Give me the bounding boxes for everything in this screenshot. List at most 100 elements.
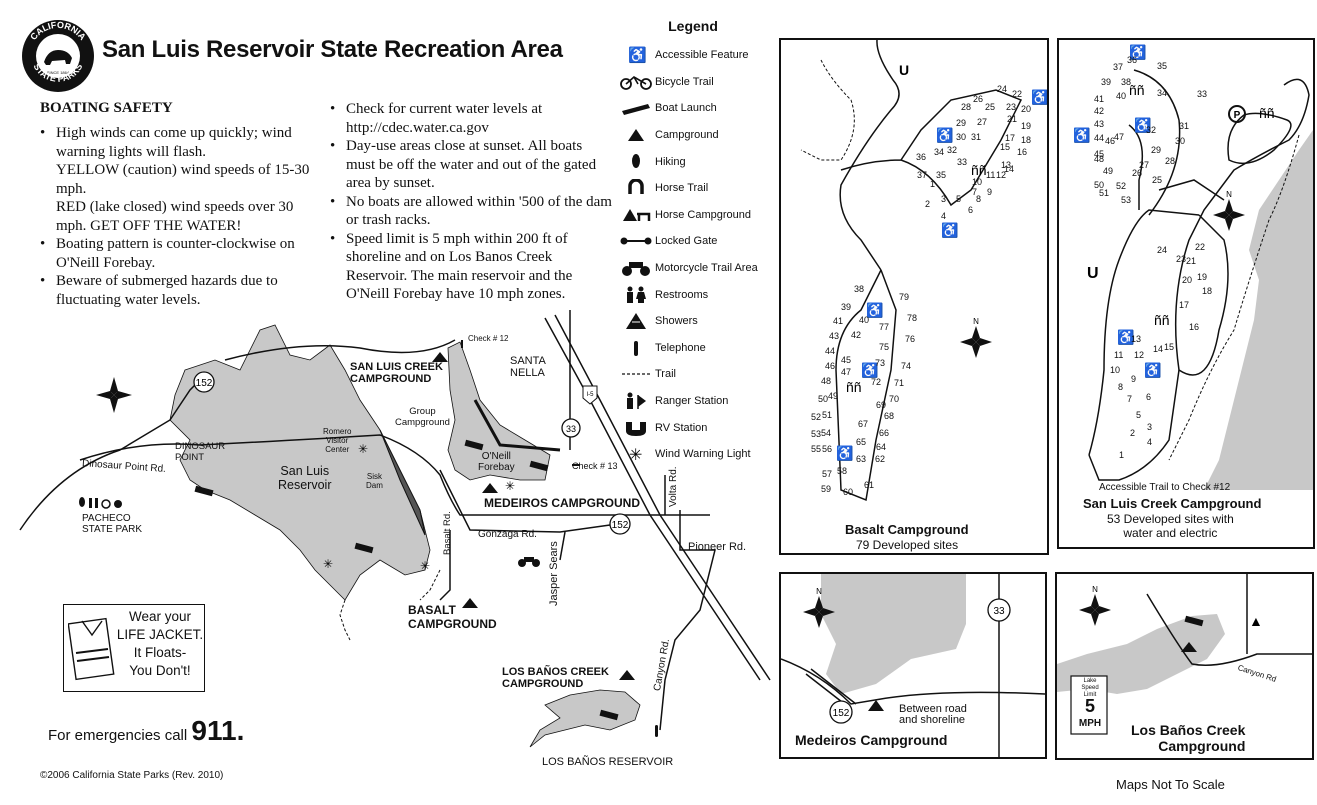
legend-item: ✳Wind Warning Light — [617, 441, 777, 468]
bicycle-icon — [617, 73, 655, 91]
campsite-number: 23 — [1006, 102, 1017, 112]
oneill-forebay-label: O'Neill Forebay — [478, 451, 515, 473]
telephone-icon — [617, 339, 655, 357]
north-arrow-icon: N — [803, 587, 835, 628]
campsite-number: 13 — [1131, 334, 1142, 344]
accessible-icon: ♿ — [836, 445, 853, 462]
los-banos-panel-title: Los Baños Creek Campground — [1131, 722, 1246, 754]
basalt-panel-subtitle: 79 Developed sites — [856, 538, 959, 552]
map-text: 33 — [566, 424, 576, 434]
scale-note: Maps Not To Scale — [1116, 777, 1225, 792]
campsite-number: 20 — [1182, 275, 1193, 285]
legend-item: Horse Trail — [617, 175, 777, 202]
campsite-number: 7 — [1127, 394, 1133, 404]
basalt-campground-label: BASALT CAMPGROUND — [408, 603, 497, 631]
legend-item-label: Accessible Feature — [655, 49, 749, 62]
campsite-number: 14 — [1004, 164, 1015, 174]
campsite-number: 42 — [851, 330, 862, 340]
campsite-number: 33 — [957, 157, 968, 167]
campsite-number: 13 — [1001, 160, 1012, 170]
hwy-152-shield: 152 — [609, 513, 631, 535]
map-text: 152 — [196, 378, 213, 389]
group-campground-label: Group Campground — [395, 406, 450, 428]
campground-icon — [482, 483, 498, 493]
campground-icon — [617, 126, 655, 144]
campsite-number: 17 — [1179, 300, 1190, 310]
campsite-number: 77 — [879, 322, 890, 332]
campsite-number: 32 — [1146, 125, 1157, 135]
campsite-number: 51 — [1099, 188, 1110, 198]
campsite-number: 24 — [997, 84, 1008, 94]
campsite-number: 5 — [956, 194, 962, 204]
campsite-number: 42 — [1094, 106, 1105, 116]
campsite-number: 10 — [972, 177, 983, 187]
accessible-icon: ♿ — [1129, 44, 1146, 61]
campsite-number: 79 — [899, 292, 910, 302]
basalt-rd-label: Basalt Rd. — [442, 511, 453, 555]
campsite-number: 72 — [871, 377, 882, 387]
legend-item-label: Bicycle Trail — [655, 75, 714, 88]
campsite-number: 8 — [976, 194, 982, 204]
campsite-number: 47 — [841, 367, 852, 377]
campground-icon — [432, 352, 448, 362]
legend-item-label: Showers — [655, 315, 698, 328]
rv-station-icon — [617, 419, 655, 437]
north-arrow-icon — [96, 377, 132, 413]
basalt-panel-title: Basalt Campground — [845, 522, 969, 537]
speed-sign-text: Lake Speed Limit — [1081, 678, 1099, 698]
restrooms-icon: ññ — [846, 379, 862, 395]
legend-item-label: Horse Trail — [655, 182, 709, 195]
campsite-number: 29 — [1151, 145, 1162, 155]
map-text: 152 — [612, 520, 629, 531]
campsite-number: 11 — [1114, 350, 1124, 360]
campsite-number: 39 — [841, 302, 852, 312]
campsite-number: 37 — [917, 170, 928, 180]
campsite-number: 25 — [985, 102, 996, 112]
legend-item: Ranger Station — [617, 388, 777, 415]
legend-item: Trail — [617, 361, 777, 388]
campsite-number: 67 — [858, 419, 869, 429]
hwy-152-shield: 152 — [193, 371, 215, 393]
map-text: N — [973, 317, 979, 326]
i5-shield: I-5 — [582, 385, 598, 405]
legend-item-label: Restrooms — [655, 288, 709, 301]
boat-launch-icon — [1184, 615, 1204, 627]
accessible-icon: ♿ — [1144, 362, 1161, 379]
legend-item: ♿Accessible Feature — [617, 42, 777, 69]
campsite-number: 18 — [1202, 286, 1213, 296]
accessible-icon: ♿ — [941, 222, 958, 239]
campsite-number: 4 — [1147, 437, 1153, 447]
legend-item: RV Station — [617, 414, 777, 441]
campsite-number: 57 — [822, 469, 833, 479]
campsite-number: 36 — [1127, 55, 1138, 65]
campsite-number: 31 — [971, 132, 982, 142]
campsite-number: 54 — [821, 428, 832, 438]
legend-item: Locked Gate — [617, 228, 777, 255]
campsite-number: 50 — [818, 394, 829, 404]
sisk-dam-label: Sisk Dam — [366, 472, 383, 490]
campsite-number: 30 — [1175, 136, 1186, 146]
check-12-label: Check # 12 — [468, 334, 509, 343]
campsite-number: 7 — [972, 187, 978, 197]
campsite-number: 25 — [1152, 175, 1163, 185]
safety-item: Boating pattern is counter-clockwise on … — [40, 235, 325, 272]
campsite-number: 35 — [1157, 61, 1168, 71]
campsite-number: 28 — [1165, 156, 1176, 166]
map-text: N — [1226, 190, 1232, 199]
campsite-number: 30 — [956, 132, 967, 142]
wind-warning-icon: ✳ — [617, 445, 655, 463]
campsite-number: 53 — [811, 429, 822, 439]
wind-warning-icon: ✳ — [323, 557, 333, 571]
accessible-icon: ♿ — [617, 46, 655, 64]
campground-icon — [619, 670, 635, 680]
campsite-number: 8 — [1118, 382, 1124, 392]
map-text: N — [1092, 585, 1098, 594]
campsite-number: 51 — [822, 410, 833, 420]
campsite-number: 68 — [884, 411, 895, 421]
campsite-number: 40 — [859, 315, 870, 325]
campsite-number: 15 — [1000, 142, 1011, 152]
campsite-number: 74 — [901, 361, 912, 371]
safety-item: Beware of submerged hazards due to fluct… — [40, 272, 325, 309]
sisk-dam — [379, 429, 426, 536]
